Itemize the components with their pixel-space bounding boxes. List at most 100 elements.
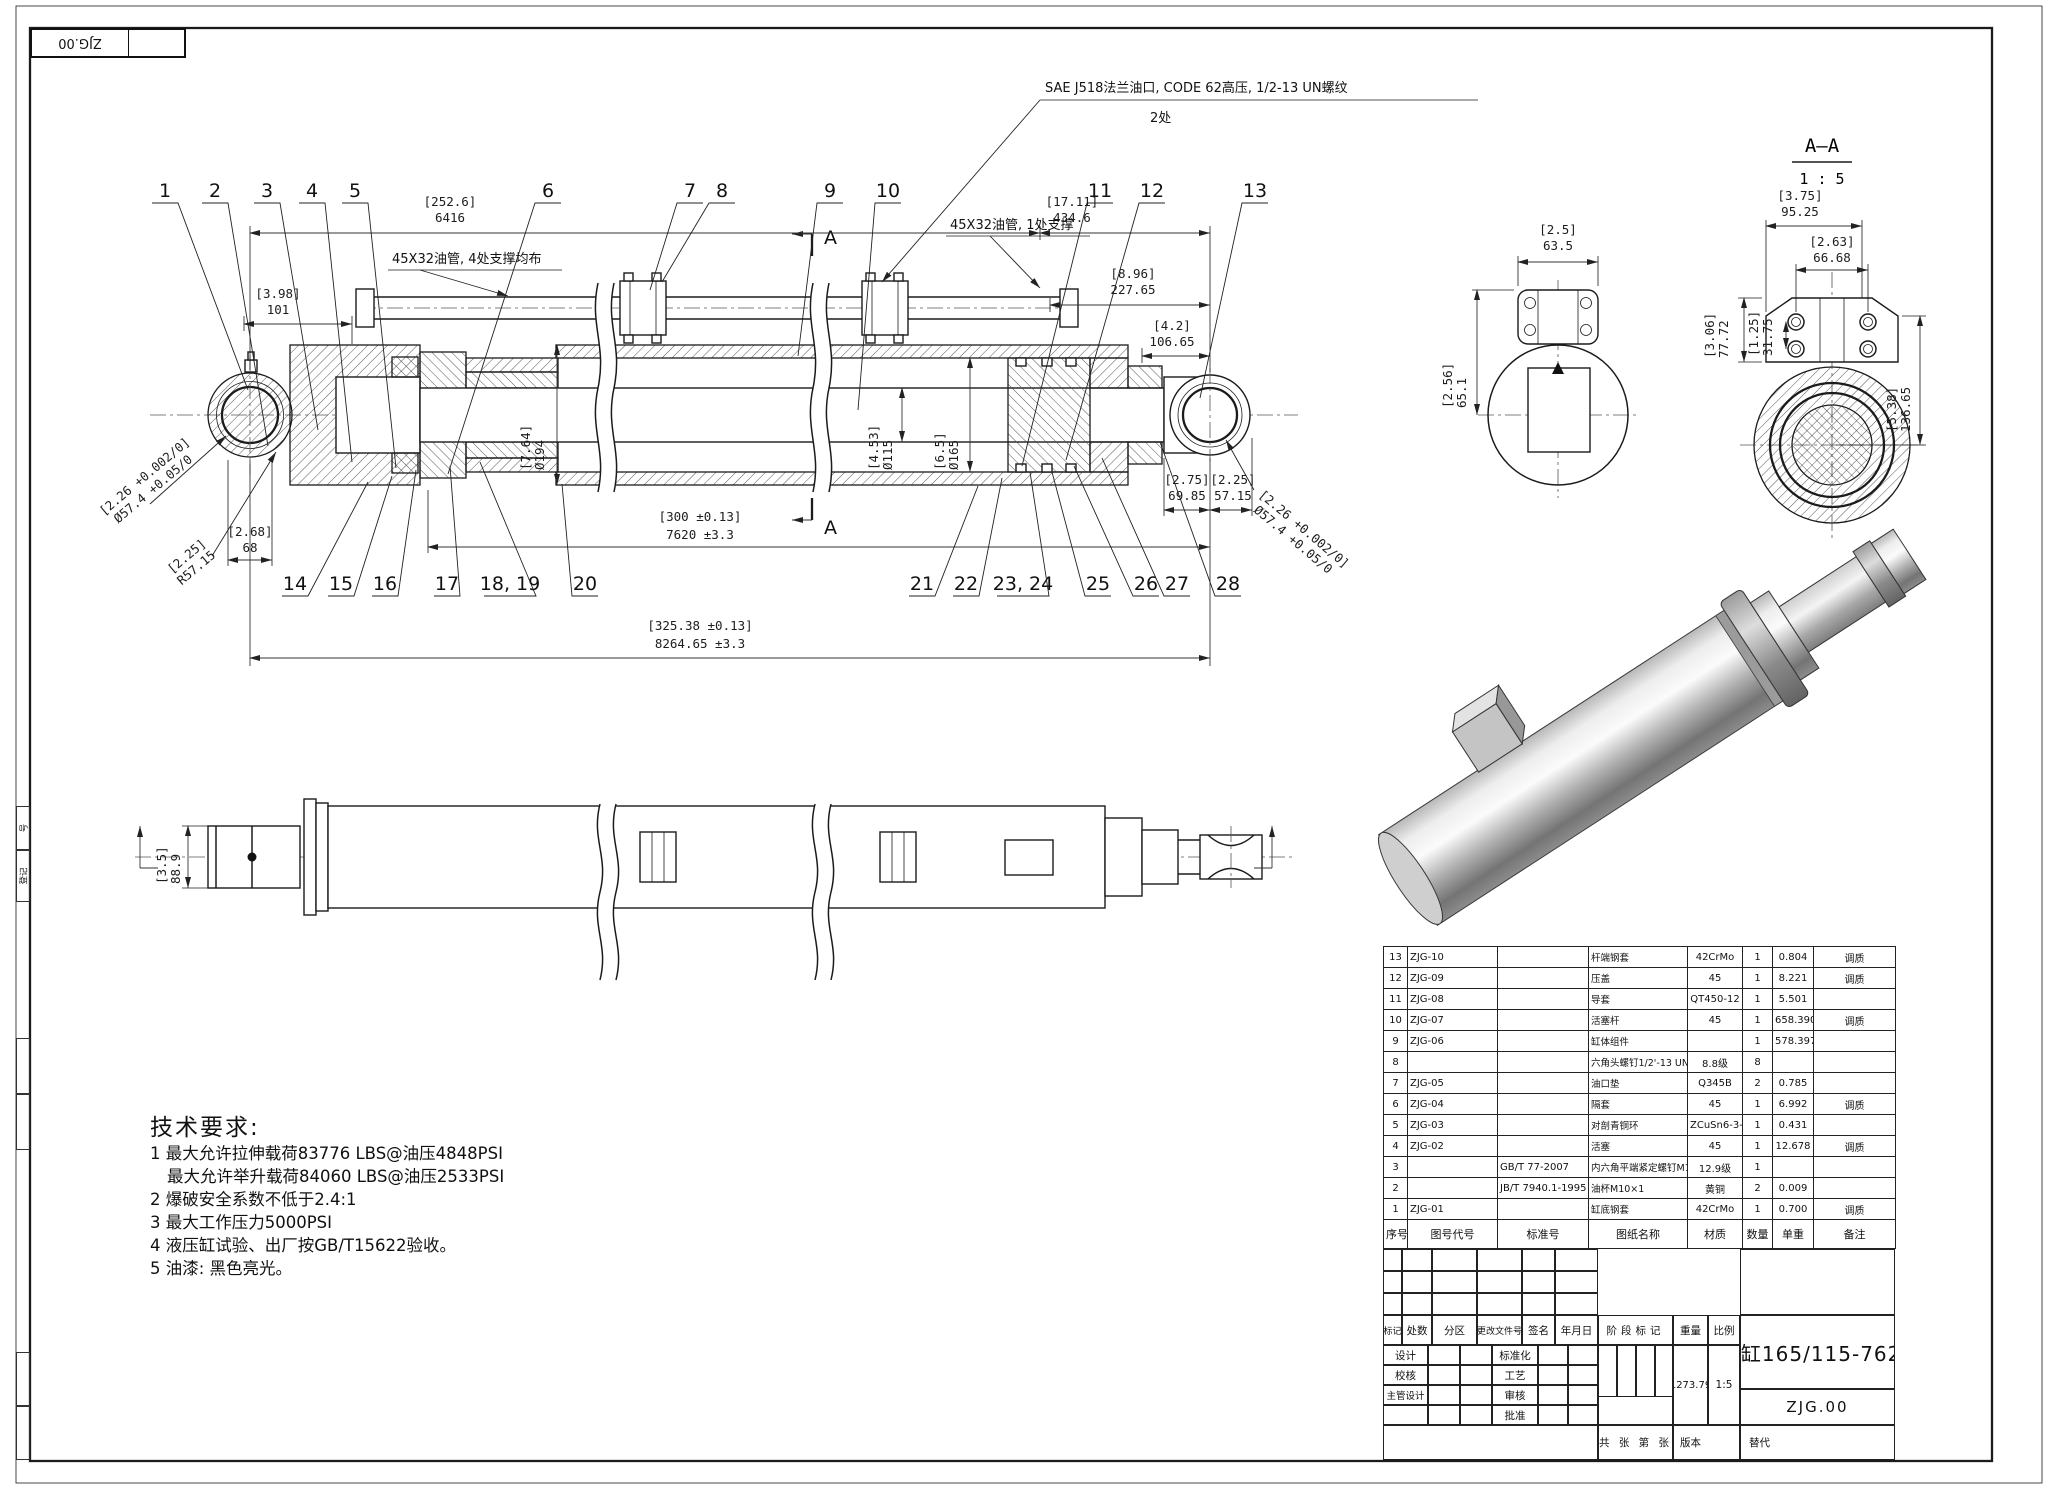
bom-cell [1407, 1051, 1498, 1073]
svg-text:65.1: 65.1 [1454, 378, 1469, 408]
callout-11: 11 [1088, 180, 1112, 202]
svg-text:[1.25]: [1.25] [1746, 311, 1761, 356]
bom-cell: 调质 [1813, 967, 1896, 989]
bom-cell [1497, 1135, 1589, 1157]
dim-len4-in: [4.2] [1153, 318, 1191, 333]
section-view-a-a: A—A 1 : 5 [2.5] 63.5 [2.56] [1440, 135, 1926, 538]
callout-14: 14 [283, 573, 307, 595]
bom-cell: ZJG-08 [1407, 988, 1498, 1010]
replace-label: 替代 [1740, 1425, 1895, 1460]
scale-value: 1:5 [1708, 1345, 1740, 1425]
bom-row: 3GB/T 77-2007内六角平端紧定螺钉M10X1012.9级1 [1383, 1156, 1896, 1178]
section-scale: 1 : 5 [1799, 170, 1844, 188]
dim-bv-h: [3.5] 88.9 [154, 846, 183, 884]
bom-cell: 活塞 [1588, 1135, 1688, 1157]
dim-re1-mm: 69.85 [1168, 488, 1206, 503]
dim-aa5: [5.38] 136.65 [1884, 387, 1913, 432]
callout-15: 15 [329, 573, 353, 595]
bom-cell: 5.501 [1772, 988, 1814, 1010]
section-letter-bottom: A [824, 517, 837, 539]
bom-cell: 45 [1687, 967, 1743, 989]
callout-2: 2 [209, 180, 221, 202]
callout-17: 17 [435, 573, 459, 595]
bom-cell: 42CrMo [1687, 1198, 1743, 1220]
dim-len2-in: [17.11] [1046, 194, 1099, 209]
callouts-top: 1 2 3 4 5 6 7 8 9 10 11 12 13 [152, 180, 1268, 475]
bom-cell [1407, 1156, 1498, 1178]
sae-note-line1: SAE J518法兰油口, CODE 62高压, 1/2-13 UN螺纹 [1045, 80, 1348, 96]
bom-cell: 11 [1383, 988, 1408, 1010]
callout-8: 8 [716, 180, 728, 202]
side-view-clamps [639, 831, 1054, 883]
margin-box-2: 登记 [16, 850, 30, 902]
bom-header-row: 序号图号代号标准号图纸名称材质数量单重备注 [1383, 1219, 1896, 1249]
bom-cell: 油杯M10×1 [1588, 1177, 1688, 1199]
bom-cell: 1 [1742, 1093, 1773, 1115]
dim-aa1-in: [3.75] [1777, 188, 1822, 203]
main-assembly-view: A A [150, 227, 1298, 539]
rev-header-chushu: 处数 [1402, 1315, 1432, 1345]
bom-cell: ZJG-09 [1407, 967, 1498, 989]
bom-cell: 0.431 [1772, 1114, 1814, 1136]
bom-cell: 1 [1742, 1156, 1773, 1178]
bom-cell: 调质 [1813, 1198, 1896, 1220]
margin-label-1: 号 [18, 823, 29, 833]
view-arrow-right [1254, 826, 1275, 869]
sig-shenhe: 审核 [1492, 1385, 1538, 1405]
dim-len5-in: [3.98] [255, 286, 300, 301]
dim-eye-radius: [2.25] R57.15 [164, 536, 218, 588]
svg-text:[4.53]: [4.53] [866, 425, 881, 470]
bom-cell: 7 [1383, 1072, 1408, 1094]
bom-cell: 1 [1742, 988, 1773, 1010]
callout-25: 25 [1086, 573, 1110, 595]
svg-text:[5.38]: [5.38] [1884, 387, 1899, 432]
bom-cell [1687, 1030, 1743, 1052]
bom-cell: 调质 [1813, 946, 1896, 968]
title-block: 标记 处数 分区 更改文件号 签名 年月日 设计 标准化 校核 工艺 主管设计 … [1383, 1249, 1895, 1460]
bom-cell [1497, 1009, 1589, 1031]
bom-header-cell: 序号 [1383, 1219, 1408, 1249]
dim-eye-w-mm: 68 [242, 540, 257, 555]
bom-header-cell: 备注 [1813, 1219, 1896, 1249]
tech-requirements: 技术要求: 1 最大允许拉伸载荷83776 LBS@油压4848PSI 最大允许… [150, 1108, 600, 1280]
callout-9: 9 [824, 180, 836, 202]
section-title: A—A [1805, 135, 1840, 157]
dim-eye-w-in: [2.68] [227, 524, 272, 539]
section-marker-bottom: A [792, 498, 837, 539]
margin-box-6 [16, 1406, 30, 1460]
margin-box-4 [16, 1094, 30, 1150]
svg-text:[3.06]: [3.06] [1702, 313, 1717, 358]
bom-cell: 0.009 [1772, 1177, 1814, 1199]
bom-cell: 2 [1383, 1177, 1408, 1199]
port-end-view: [2.5] 63.5 [2.56] 65.1 [1440, 222, 1640, 498]
bom-cell: 45 [1687, 1135, 1743, 1157]
dim-total-in: [325.38 ±0.13] [647, 618, 752, 633]
dim-stroke-mm: 7620 ±3.3 [666, 527, 734, 542]
bom-cell [1813, 1156, 1896, 1178]
margin-box-5 [16, 1352, 30, 1406]
pipe-clamp-left [619, 272, 667, 344]
dim-aa4: [1.25] 31.75 [1746, 311, 1775, 356]
dim-len3-in: [8.96] [1110, 266, 1155, 281]
bom-cell: ZJG-04 [1407, 1093, 1498, 1115]
pipe-clamp-right [861, 272, 909, 344]
callout-7: 7 [684, 180, 696, 202]
isometric-render [1377, 528, 1927, 926]
bom-cell: GB/T 77-2007 [1497, 1156, 1589, 1178]
dim-len4-mm: 106.65 [1149, 334, 1194, 349]
bom-cell: 10 [1383, 1009, 1408, 1031]
bom-cell: 2 [1742, 1072, 1773, 1094]
bom-cell: 调质 [1813, 1135, 1896, 1157]
callout-13: 13 [1243, 180, 1267, 202]
bom-cell: 1 [1742, 967, 1773, 989]
weight-value: 1273.79 [1673, 1345, 1708, 1425]
svg-text:136.65: 136.65 [1898, 387, 1913, 432]
rev-header-biaoji: 标记 [1383, 1315, 1402, 1345]
